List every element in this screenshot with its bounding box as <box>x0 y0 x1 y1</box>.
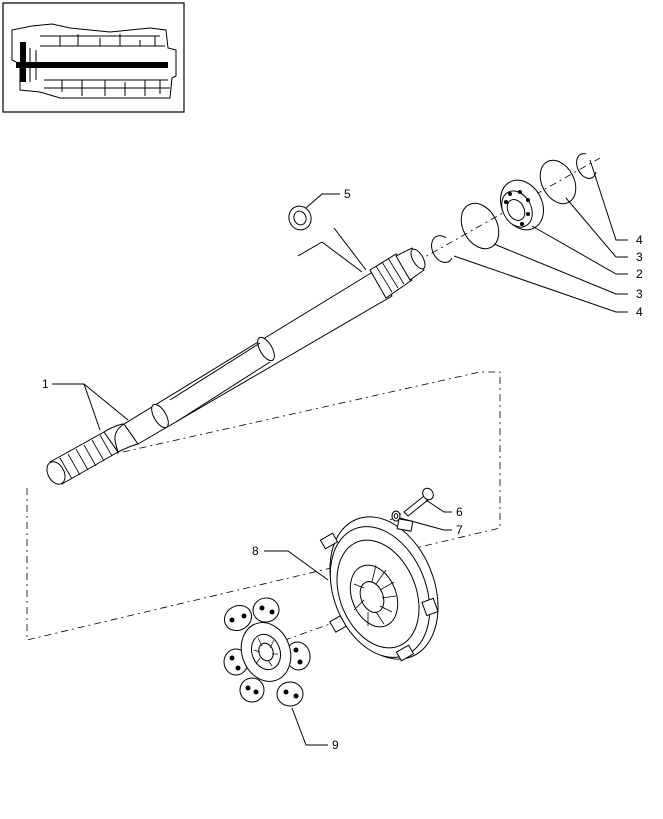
callout-7: 7 <box>456 523 463 537</box>
callout-3-upper: 3 <box>636 250 643 264</box>
leader-lines <box>52 159 628 746</box>
callout-4-lower: 4 <box>636 305 643 319</box>
callout-2: 2 <box>636 267 643 281</box>
seal-ring[interactable] <box>286 203 315 233</box>
snap-ring-lower[interactable] <box>431 235 453 263</box>
callout-4-upper: 4 <box>636 233 643 247</box>
callout-8: 8 <box>252 544 259 558</box>
center-lines <box>26 157 601 647</box>
lock-washer[interactable] <box>391 510 401 522</box>
callout-1: 1 <box>42 377 49 391</box>
locator-thumbnail <box>2 2 185 113</box>
bolt[interactable] <box>403 486 436 517</box>
callout-3-lower: 3 <box>636 287 643 301</box>
callout-6: 6 <box>456 505 463 519</box>
clutch-pressure-plate[interactable] <box>310 501 458 676</box>
main-shaft[interactable] <box>43 247 428 487</box>
outer-ring-upper[interactable] <box>533 154 583 210</box>
callout-5: 5 <box>344 187 351 201</box>
ball-bearing[interactable] <box>492 173 552 238</box>
snap-ring-upper[interactable] <box>576 153 597 179</box>
outer-ring-lower[interactable] <box>454 197 507 255</box>
clutch-disc[interactable] <box>220 596 312 707</box>
callout-labels: 1 5 4 3 2 3 4 6 7 8 9 <box>42 187 643 752</box>
callout-9: 9 <box>332 738 339 752</box>
